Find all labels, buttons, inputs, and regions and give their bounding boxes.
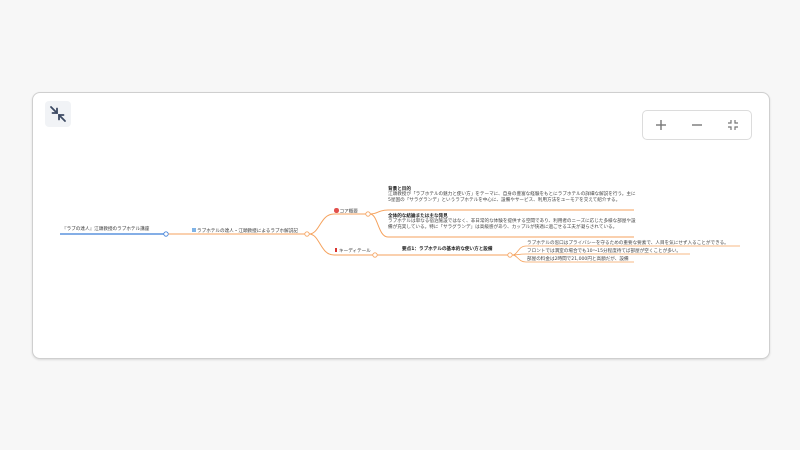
zoom-out-button[interactable]	[685, 113, 709, 137]
branch-label: キーディテール	[339, 249, 371, 254]
branch-key-details[interactable]: キーディテール	[335, 248, 371, 255]
target-icon	[334, 208, 339, 213]
note-body: ラブホテルは単なる宿泊施設ではなく、非日常的な体験を提供する空間であり、利用者の…	[388, 219, 636, 230]
branch-label: コア概要	[339, 209, 358, 215]
note-title: 背景と目的	[388, 187, 411, 192]
minus-icon	[692, 124, 702, 126]
note-title: 全体的な結論または主な発見	[388, 214, 448, 219]
root-label: 『ラブの達人』江頭教授のラブホテル講座	[62, 227, 150, 232]
leaf-item[interactable]: ラブホテルの窓口はプライバシーを守るための重要な要素で、人目を気にせず入ることが…	[527, 241, 729, 246]
plus-icon	[656, 120, 666, 130]
leaf-item[interactable]: 部屋の料金は2時間で21,000円と高額だが、設備	[527, 257, 629, 262]
collapse-arrows-icon	[50, 106, 66, 122]
collapse-button[interactable]	[45, 101, 71, 127]
zoom-controls	[642, 110, 752, 140]
level1-node[interactable]: ラブホテルの達人・江頭教授によるラブホ解説記	[192, 228, 298, 235]
fit-screen-button[interactable]	[721, 113, 745, 137]
key-point-node[interactable]: 要点1：ラブホテルの基本的な使い方と設備	[402, 247, 493, 252]
fit-screen-icon	[728, 120, 738, 130]
pin-icon	[335, 248, 337, 252]
note-body: 江頭教授が「ラブホテルの魅力と使い方」をテーマに、自身の豊富な経験をもとにラブホ…	[388, 192, 636, 203]
branch-core-overview[interactable]: コア概要	[334, 208, 358, 215]
zoom-in-button[interactable]	[649, 113, 673, 137]
root-node[interactable]: 『ラブの達人』江頭教授のラブホテル講座	[62, 227, 150, 233]
level1-label: ラブホテルの達人・江頭教授によるラブホ解説記	[197, 229, 298, 234]
book-icon	[192, 228, 196, 232]
leaf-item[interactable]: フロントでは満室の場合でも10〜15分程度待てば部屋が空くことが多い。	[527, 249, 682, 254]
